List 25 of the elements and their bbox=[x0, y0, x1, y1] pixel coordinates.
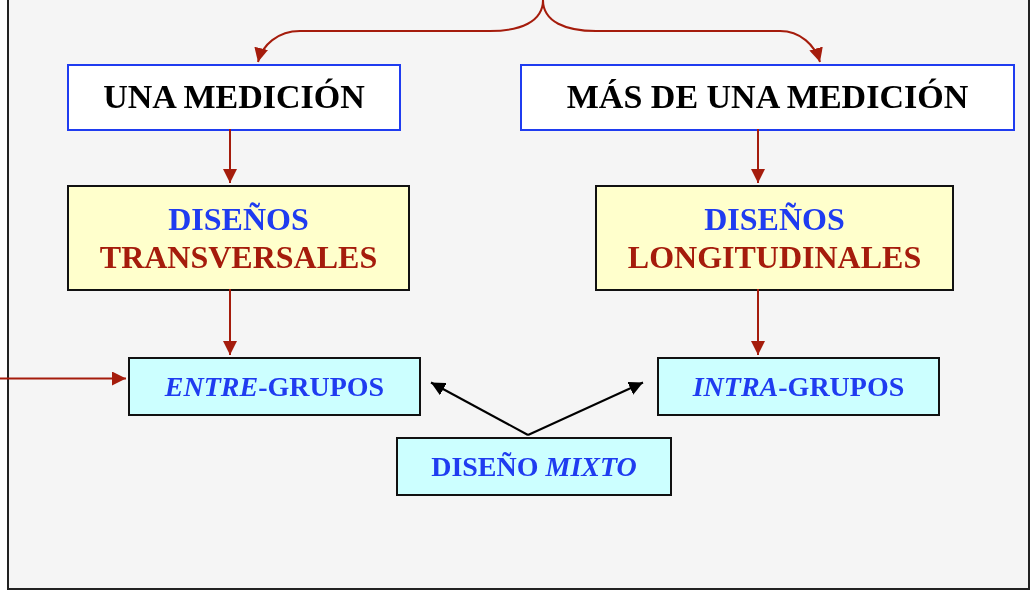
process-box bbox=[67, 64, 401, 131]
group-box bbox=[657, 357, 940, 416]
box-label: LONGITUDINALES bbox=[627, 238, 922, 277]
arrow bbox=[527, 381, 644, 436]
group-box bbox=[128, 357, 421, 416]
box-label: ENTRE-GRUPOS bbox=[164, 369, 385, 404]
panel-background bbox=[7, 0, 1030, 590]
arrow bbox=[751, 128, 765, 184]
box-label: DISEÑOS bbox=[704, 199, 845, 238]
box-label: TRANSVERSALES bbox=[99, 238, 378, 277]
box-label: DISEÑO MIXTO bbox=[431, 449, 637, 484]
design-box bbox=[67, 185, 410, 291]
box-label: UNA MEDICIÓN bbox=[103, 77, 365, 118]
arrow bbox=[223, 288, 237, 356]
arrow bbox=[0, 371, 127, 386]
arrow bbox=[430, 381, 529, 436]
design-box bbox=[396, 437, 672, 496]
box-label: INTRA-GRUPOS bbox=[692, 369, 905, 404]
box-label: MÁS DE UNA MEDICIÓN bbox=[566, 77, 969, 118]
process-box bbox=[520, 64, 1015, 131]
arrow bbox=[751, 288, 765, 356]
arrow bbox=[542, 0, 822, 63]
design-box bbox=[595, 185, 954, 291]
arrow bbox=[223, 128, 237, 184]
box-label: DISEÑOS bbox=[168, 199, 309, 238]
